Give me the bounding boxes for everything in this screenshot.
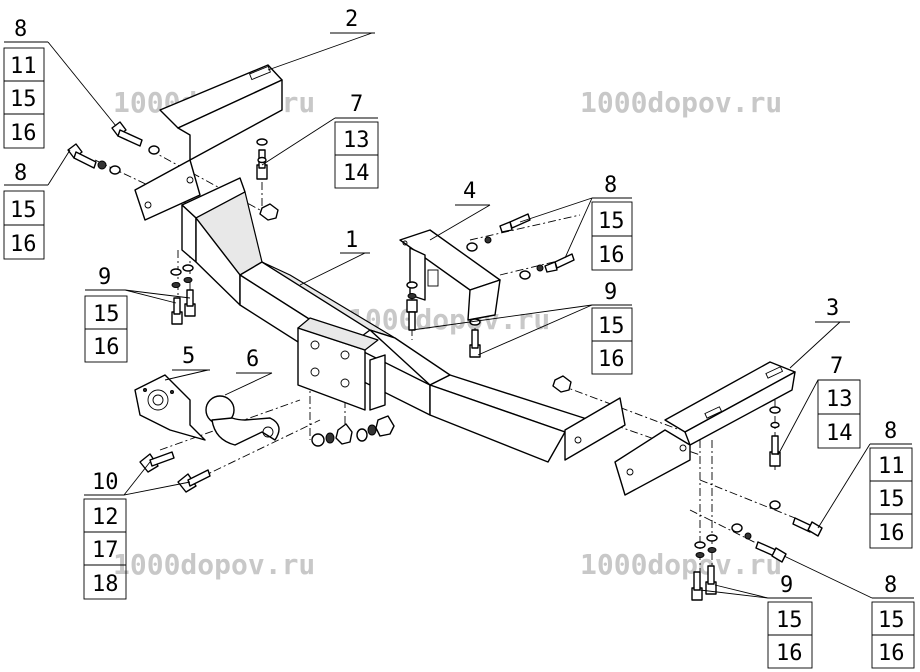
main-crossbar-beam <box>181 177 626 463</box>
tow-ball <box>205 395 280 446</box>
callout-5: 5 <box>182 344 195 369</box>
callout-12: 12 <box>92 505 119 530</box>
callout-8-center: 8 <box>604 173 617 198</box>
callout-16-e: 16 <box>93 335 120 360</box>
callout-7-top: 7 <box>350 92 363 117</box>
middle-bracket <box>399 229 501 321</box>
bolts-10-ball <box>139 451 211 493</box>
callout-17: 17 <box>92 538 119 563</box>
callout-16-f: 16 <box>878 521 905 546</box>
callout-15-d: 15 <box>598 314 625 339</box>
left-bracket <box>134 64 283 221</box>
callout-16-g: 16 <box>776 641 803 666</box>
bolt-7-right <box>769 435 781 467</box>
callout-16-b: 16 <box>10 232 37 257</box>
callout-15-g: 15 <box>776 608 803 633</box>
callout-11-b: 11 <box>878 454 905 479</box>
callout-15-c: 15 <box>598 209 625 234</box>
callout-16-a: 16 <box>10 121 37 146</box>
callout-15-b: 15 <box>10 198 37 223</box>
bolts-9-bottom <box>691 565 717 601</box>
bolt-8-center-b <box>544 253 575 273</box>
bolt-8-bottom <box>755 541 787 563</box>
callout-9-center: 9 <box>604 280 617 305</box>
callout-18: 18 <box>92 572 119 597</box>
callout-11-a: 11 <box>10 54 37 79</box>
callout-16-h: 16 <box>878 641 905 666</box>
callout-3: 3 <box>826 296 839 321</box>
callout-8-mid-left: 8 <box>14 161 27 186</box>
leader-lines <box>47 32 873 599</box>
callout-9-left: 9 <box>98 265 111 290</box>
callout-8-bottom: 8 <box>884 573 897 598</box>
callout-7-right: 7 <box>830 354 843 379</box>
callout-frames <box>3 32 915 669</box>
bolts-9-left <box>171 289 196 325</box>
callout-1: 1 <box>345 228 358 253</box>
callout-10: 10 <box>92 470 119 495</box>
callout-8-right: 8 <box>884 419 897 444</box>
callout-6: 6 <box>246 347 259 372</box>
callout-2: 2 <box>345 7 358 32</box>
callout-13-top: 13 <box>343 128 370 153</box>
callout-14-top: 14 <box>343 161 370 186</box>
callout-15-a: 15 <box>10 87 37 112</box>
watermark-top-right: 1000dopov.ru <box>580 86 782 119</box>
bolt-8-top-left <box>111 121 143 147</box>
callout-15-e: 15 <box>93 302 120 327</box>
callout-9-bottom: 9 <box>780 573 793 598</box>
socket-plate <box>134 374 206 441</box>
bolt-8-right <box>792 517 823 537</box>
callout-15-h: 15 <box>878 608 905 633</box>
callout-14-right: 14 <box>826 421 853 446</box>
callout-16-d: 16 <box>598 347 625 372</box>
bolts-9-center <box>406 299 481 358</box>
callout-16-c: 16 <box>598 243 625 268</box>
callout-13-right: 13 <box>826 387 853 412</box>
callout-4: 4 <box>463 179 476 204</box>
callout-labels: 8 11 15 16 8 15 16 2 7 13 14 1 4 8 15 16… <box>10 7 905 666</box>
bolt-8-mid-left <box>67 143 97 169</box>
bolt-8-center-a <box>499 213 531 233</box>
watermark-bottom-right: 1000dopov.ru <box>580 548 782 581</box>
washers-nuts <box>97 138 781 558</box>
callout-15-f: 15 <box>878 487 905 512</box>
watermark-bottom-left: 1000dopov.ru <box>113 548 315 581</box>
callout-8-top-left: 8 <box>14 17 27 42</box>
right-bracket <box>614 361 796 496</box>
